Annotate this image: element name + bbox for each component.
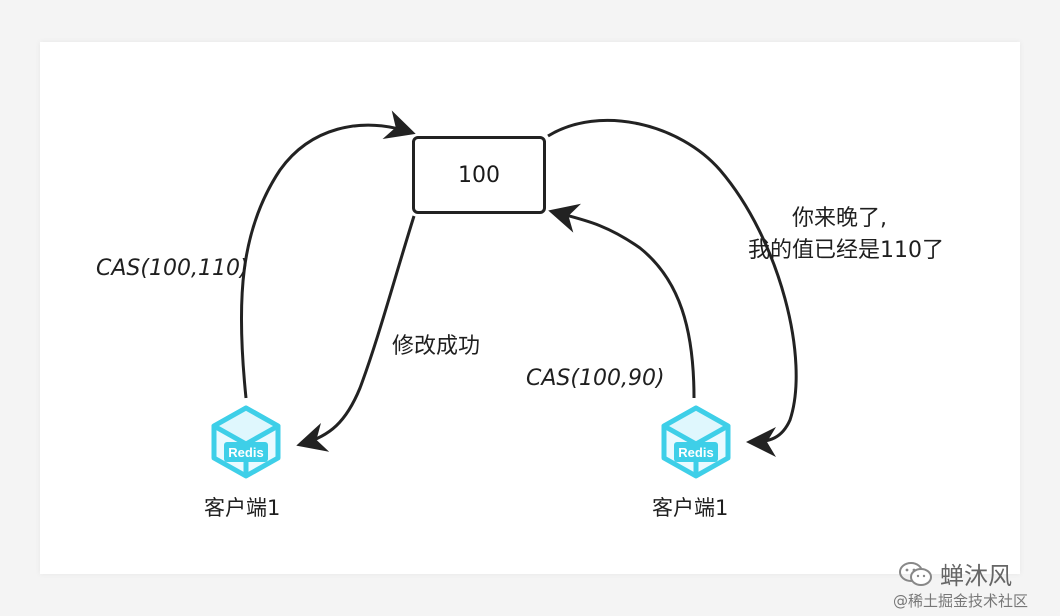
redis-icon-text-left: Redis [228, 445, 263, 460]
arrow-left-request [239, 110, 416, 399]
arrow-left-response [296, 215, 416, 452]
client-left-label: 客户端1 [204, 496, 281, 520]
arrow-right-response [547, 118, 798, 457]
right-request-label: CAS(100,90) [526, 366, 665, 391]
watermark-site: @稀土掘金技术社区 [893, 592, 1029, 610]
right-response-line1: 你来晚了, [792, 206, 887, 231]
left-request-label: CAS(100,110) [96, 256, 249, 281]
arrow-right-request [548, 203, 696, 399]
wechat-icon [899, 561, 932, 586]
redis-cube-icon: Redis [211, 405, 281, 479]
watermark-brand-text: 蝉沐风 [940, 562, 1012, 590]
watermark-brand: 蝉沐风 [898, 556, 1012, 591]
value-box-text: 100 [458, 162, 500, 188]
redis-cube-icon: Redis [661, 405, 731, 479]
client-right-label: 客户端1 [652, 496, 729, 520]
left-response-label: 修改成功 [392, 334, 481, 359]
right-response-line2: 我的值已经是110了 [748, 238, 944, 263]
redis-icon-text-right: Redis [678, 445, 713, 460]
diagram-canvas [40, 42, 1020, 574]
value-box: 100 [412, 136, 546, 214]
